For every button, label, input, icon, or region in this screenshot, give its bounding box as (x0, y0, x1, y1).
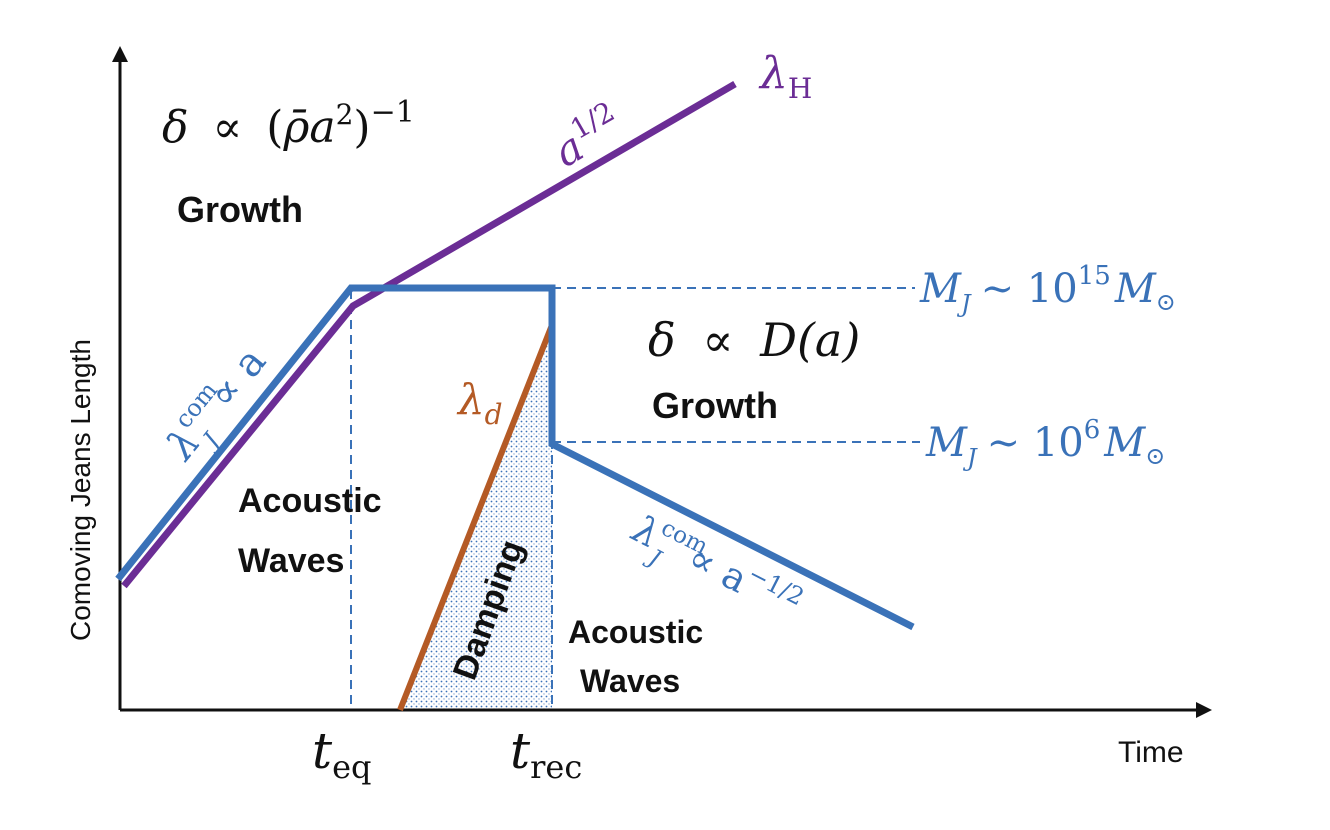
x-axis-label: Time (1118, 736, 1184, 769)
early-growth-label: Growth (177, 189, 303, 230)
early-acoustic-waves-label: Acoustic Waves (238, 482, 391, 580)
y-axis-label: Comoving Jeans Length (65, 339, 96, 641)
x-axis-arrowhead (1196, 702, 1212, 718)
t-eq-tick-label: teq (312, 722, 372, 786)
horizon-scale-line (121, 80, 737, 589)
damping-symbol-label: λd (456, 375, 503, 431)
horizon-symbol-label: λH (758, 48, 812, 105)
damping-scale-line (397, 323, 555, 712)
jeans-length-line (115, 284, 915, 631)
late-growth-equation: δ ∝ D(a) (648, 313, 860, 367)
late-growth-label: Growth (652, 385, 778, 426)
horizon-slope-label: a1/2 (543, 95, 631, 177)
early-growth-equation: δ ∝ (ρ̄a2)−1 (162, 95, 415, 153)
t-rec-tick-label: trec (510, 722, 582, 786)
y-axis-arrowhead (112, 46, 128, 62)
late-acoustic-waves-label: Acoustic Waves (568, 614, 712, 699)
